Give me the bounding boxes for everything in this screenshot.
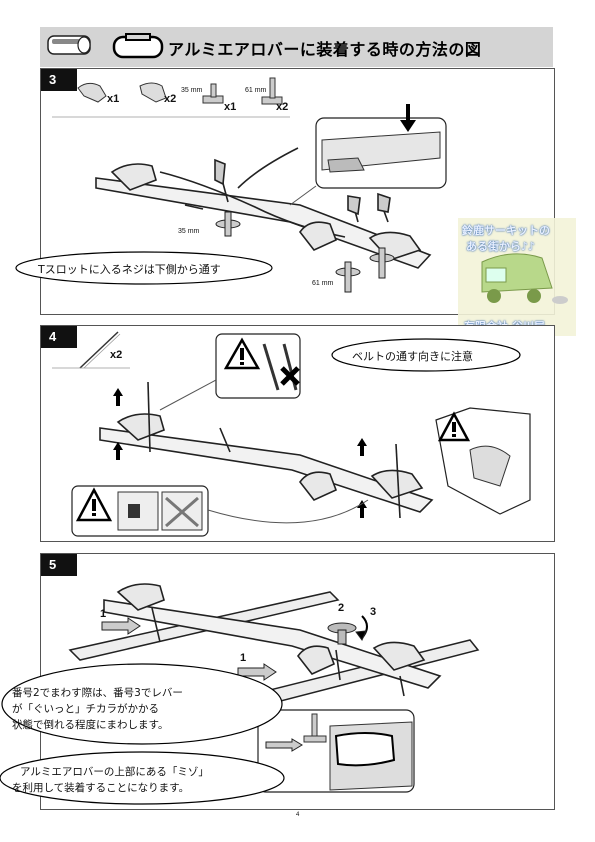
step-3-note: Tスロットに入るネジは下側から通す (38, 263, 221, 276)
step-4-badge: 4 (41, 326, 77, 348)
step-3-number: 3 (49, 72, 57, 87)
part-4-qty: x2 (276, 101, 289, 113)
label-35mm: 35 mm (178, 228, 200, 235)
step-4-note: ベルトの通す向きに注意 (352, 350, 473, 363)
step-5-number: 5 (49, 557, 57, 572)
arrow-label-1a: 1 (100, 608, 107, 620)
arrow-label-1b: 1 (240, 652, 247, 664)
part-3-qty: x1 (224, 101, 237, 113)
stamp-line-2: ある街から♪♪ (466, 240, 536, 253)
strap-qty: x2 (110, 349, 123, 361)
label-61mm: 61 mm (312, 280, 334, 287)
step-4-number: 4 (49, 329, 57, 344)
step-5-note-1-line-1: 番号2でまわす際は、番号3でレバー (12, 687, 183, 699)
page-number: 4 (296, 812, 300, 818)
step-5-note-2-line-1: アルミエアロバーの上部にある「ミゾ」 (20, 766, 209, 778)
part-2-qty: x2 (164, 93, 177, 105)
lever-label-3: 3 (370, 606, 377, 618)
step-5-badge: 5 (41, 554, 77, 576)
stamp-line-1: 鈴鹿サーキットの (462, 224, 550, 237)
step-3-panel (40, 68, 555, 315)
step-3-badge: 3 (41, 69, 77, 91)
part-1-qty: x1 (107, 93, 120, 105)
part-3-size: 35 mm (181, 87, 203, 94)
page-title: アルミエアロバーに装着する時の方法の図 (168, 40, 482, 59)
part-4-size: 61 mm (245, 87, 267, 94)
step-5-note-1-line-2: が「ぐいっと」チカラがかかる (12, 703, 159, 715)
step-5-note-2-line-2: を利用して装着することになります。 (12, 782, 190, 794)
knob-label-2: 2 (338, 602, 345, 614)
step-5-note-1-line-3: 状態で倒れる程度にまわします。 (12, 719, 169, 731)
